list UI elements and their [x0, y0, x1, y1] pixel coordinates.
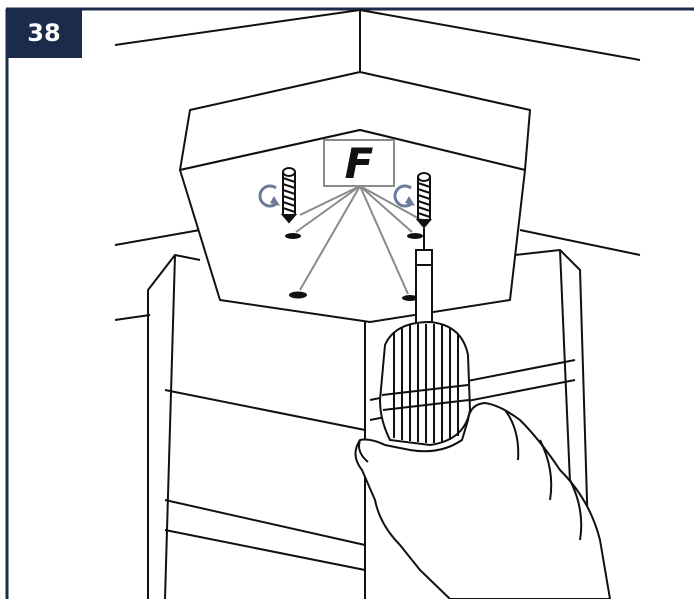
- part-letter: F: [345, 139, 374, 188]
- part-callout: F: [324, 139, 394, 188]
- screw-hole: [285, 233, 301, 239]
- step-number-badge: 38: [6, 8, 82, 58]
- screw-hole: [407, 233, 423, 239]
- screw-hole: [289, 292, 307, 299]
